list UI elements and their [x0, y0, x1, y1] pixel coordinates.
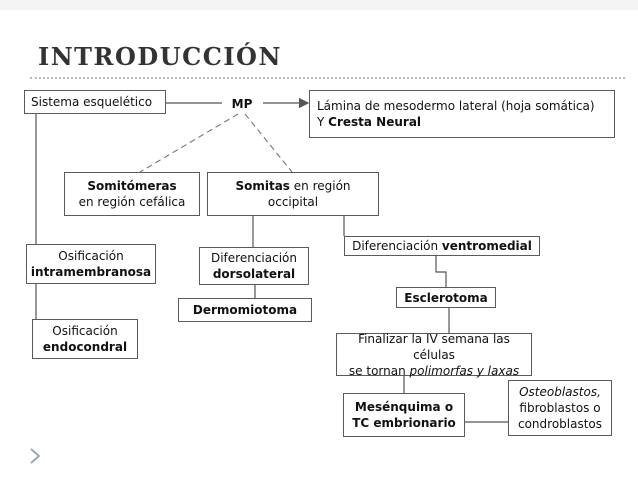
node-text-line2: Y Cresta Neural — [317, 114, 421, 130]
node-text: Osteoblastos, — [519, 385, 601, 399]
node-text-bold: Somitas — [235, 179, 290, 193]
line-ventro-esclero — [435, 256, 447, 287]
node-text: fibroblastos o — [519, 401, 601, 415]
node-text-line2: se tornan polimorfas y laxas — [349, 363, 519, 379]
slide-title: INTRODUCCIÓN — [38, 42, 282, 71]
node-text: Diferenciación — [210, 251, 297, 265]
node-text: intramembranosa — [30, 265, 152, 279]
top-bar — [0, 0, 638, 10]
node-text-italic: polimorfas y laxas — [409, 363, 520, 378]
node-text: endocondral — [42, 340, 128, 354]
node-mp: MP — [222, 94, 262, 114]
node-text: Y — [317, 115, 329, 129]
node-mesenquima: Mesénquima o TC embrionario — [343, 393, 465, 437]
line-mp-somitas — [244, 113, 293, 173]
node-text: Lámina de mesodermo lateral (hoja somáti… — [317, 99, 595, 113]
node-osificacion-endocondral: Osificación endocondral — [32, 319, 138, 359]
node-text: en región — [289, 179, 351, 193]
node-text-bold: Cresta Neural — [328, 115, 422, 129]
node-somitas: Somitas en región occipital — [207, 172, 379, 216]
node-osificacion-intramembranosa: Osificación intramembranosa — [26, 244, 156, 284]
node-dermomiotoma: Dermomiotoma — [178, 298, 312, 322]
line-mp-somitomeras — [139, 113, 239, 173]
node-diferenciacion-dorsolateral: Diferenciación dorsolateral — [199, 247, 309, 285]
node-diferenciacion-ventromedial: Diferenciación ventromedial — [344, 236, 540, 256]
node-somitomeras: Somitómeras en región cefálica — [64, 172, 200, 216]
node-text: Finalizar la IV semana las células — [358, 331, 510, 362]
node-text: Mesénquima o — [354, 400, 454, 414]
node-text: Osificación — [52, 324, 118, 338]
node-text: TC embrionario — [352, 416, 456, 430]
node-text: Esclerotoma — [404, 290, 488, 305]
node-osteoblastos: Osteoblastos, fibroblastos o condroblast… — [508, 380, 612, 436]
node-text: Somitómeras — [87, 179, 177, 193]
node-text: condroblastos — [517, 417, 603, 431]
node-text: dorsolateral — [212, 267, 296, 281]
node-sistema-esqueletico: Sistema esquelético — [24, 90, 166, 114]
node-esclerotoma: Esclerotoma — [396, 287, 496, 308]
node-text: occipital — [267, 195, 319, 209]
node-text: en región cefálica — [78, 195, 186, 209]
node-text: Diferenciación — [352, 239, 442, 253]
title-divider — [30, 77, 625, 79]
node-text-bold: ventromedial — [441, 239, 532, 253]
node-text-line: Diferenciación ventromedial — [352, 238, 532, 254]
node-text: Dermomiotoma — [192, 303, 298, 317]
node-text: Osificación — [58, 249, 124, 263]
node-text: se tornan — [348, 363, 410, 378]
node-text-line1: Somitas en región — [235, 178, 350, 194]
node-finalizar-iv-semana: Finalizar la IV semana las células se to… — [336, 331, 532, 379]
node-text: Sistema esquelético — [31, 95, 153, 109]
node-lamina-mesodermo: Lámina de mesodermo lateral (hoja somáti… — [309, 90, 615, 138]
bullet-arrow-icon — [30, 448, 41, 464]
node-text: MP — [231, 97, 253, 111]
